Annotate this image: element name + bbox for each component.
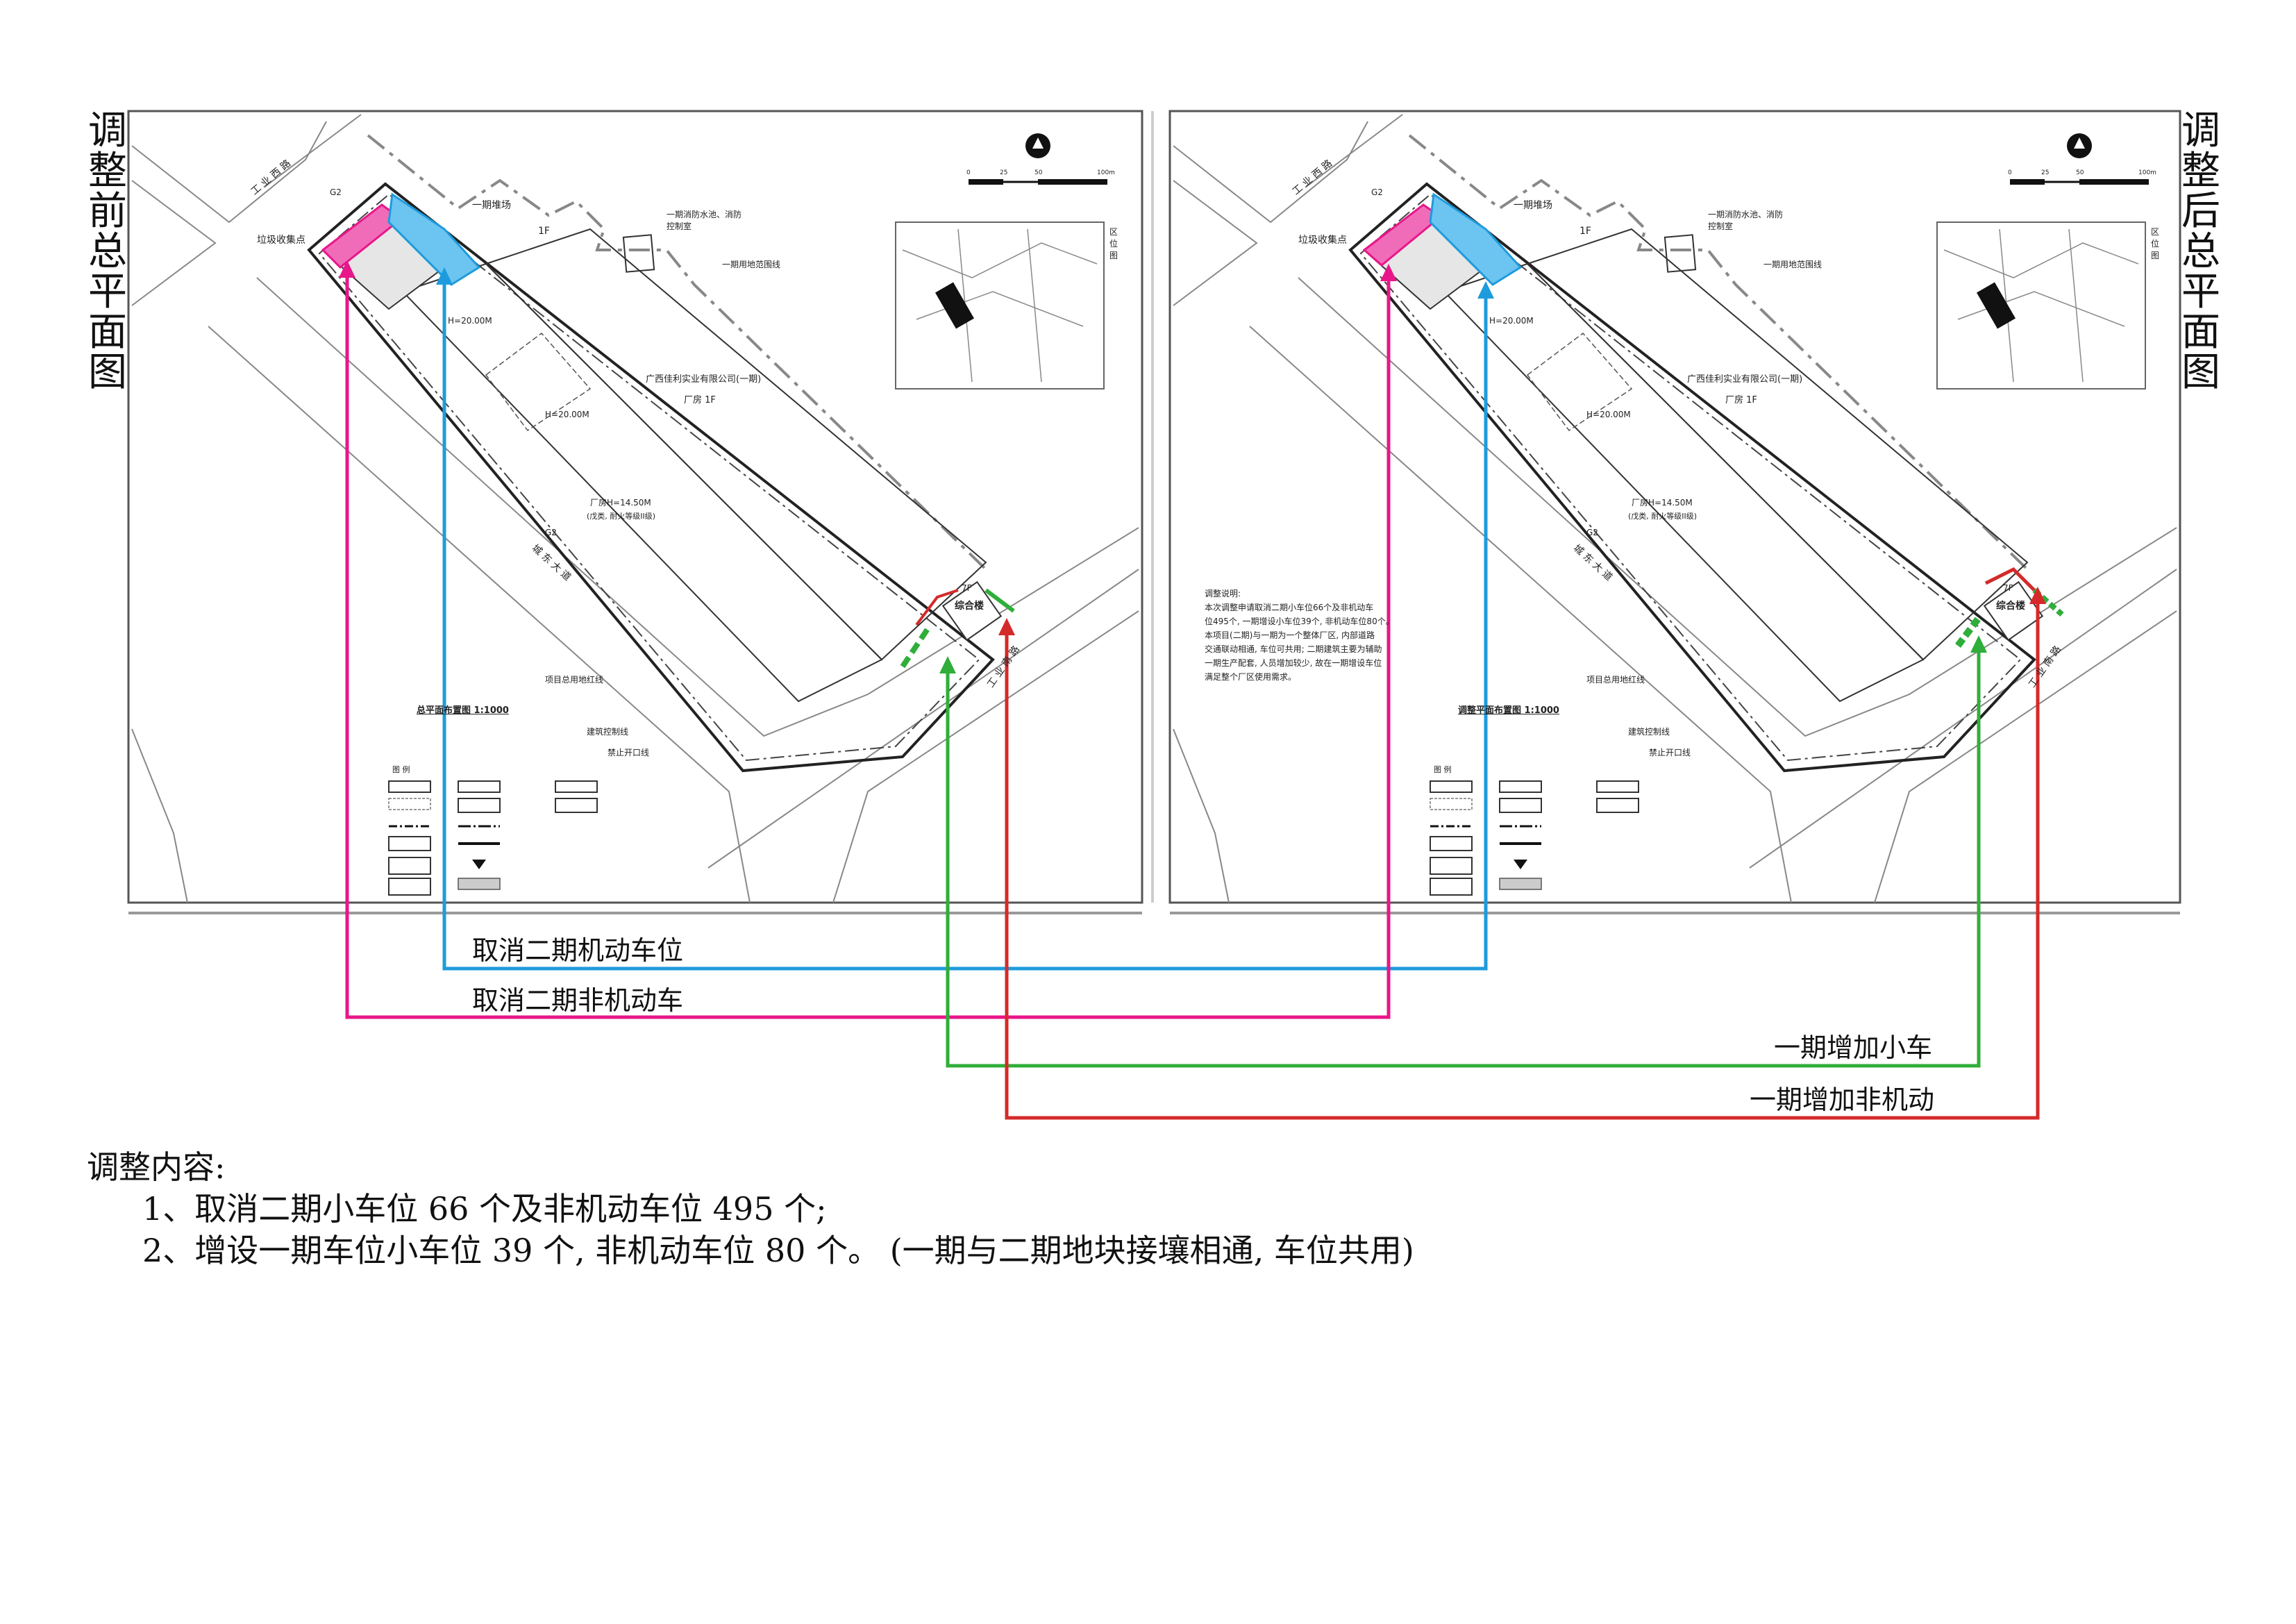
left-drawing-title: 总平面布置图 1:1000 bbox=[417, 705, 509, 716]
right-phase1-yard: 一期堆场 bbox=[1514, 200, 1552, 211]
title-before: 调整前总平面图 bbox=[88, 108, 127, 395]
right-scale-50: 50 bbox=[2076, 169, 2084, 176]
right-key-map-label: 区位图 bbox=[2151, 227, 2160, 260]
right-build-line: 建筑控制线 bbox=[1628, 727, 1670, 737]
left-factory-2-note: (戊类, 耐火等级II级) bbox=[587, 512, 656, 521]
right-floor-1f: 1F bbox=[1579, 226, 1591, 237]
note-line-5: 一期生产配套, 人员增加较少, 故在一期增设车位 bbox=[1205, 658, 1382, 668]
right-factory-name: 广西佳利实业有限公司(一期) bbox=[1687, 374, 1803, 385]
legend-before bbox=[388, 780, 598, 896]
left-scale-25: 25 bbox=[1000, 169, 1008, 176]
right-drawing-title: 调整平面布置图 1:1000 bbox=[1458, 705, 1559, 716]
note-line-3: 本项目(二期)与一期为一个整体厂区, 内部道路 bbox=[1205, 630, 1375, 640]
arrowhead-green-right bbox=[1970, 635, 1987, 653]
left-height-20: H=20.00M bbox=[448, 316, 492, 326]
right-scale-100: 100m bbox=[2138, 169, 2156, 176]
right-g2: G2 bbox=[1371, 187, 1383, 197]
right-legend-title: 图 例 bbox=[1434, 765, 1452, 774]
left-phase1-boundary: 一期用地范围线 bbox=[722, 260, 781, 269]
right-waste-point: 垃圾收集点 bbox=[1298, 235, 1347, 246]
left-floor-1f: 1F bbox=[538, 226, 550, 237]
right-office-floor: 7F bbox=[2003, 583, 2013, 593]
note-line-4: 交通联动相通, 车位可共用; 二期建筑主要为辅助 bbox=[1205, 644, 1382, 654]
left-scale-50: 50 bbox=[1034, 169, 1043, 176]
arrow-red bbox=[1005, 597, 2040, 1120]
left-office: 综合楼 bbox=[955, 601, 984, 612]
connector-arrows bbox=[339, 260, 2046, 1120]
left-scale-0: 0 bbox=[966, 169, 971, 176]
left-scale-100: 100m bbox=[1097, 169, 1115, 176]
arrowhead-blue-right bbox=[1477, 281, 1494, 299]
right-factory-2: 厂房H=14.50M bbox=[1632, 498, 1693, 508]
plan-before bbox=[127, 110, 1154, 914]
arrow-green bbox=[946, 646, 1981, 1068]
left-g2b: G2 bbox=[545, 528, 557, 537]
right-office: 综合楼 bbox=[1996, 601, 2025, 612]
left-height-20b: H=20.00M bbox=[545, 410, 589, 419]
content-line-2: 2、增设一期车位小车位 39 个, 非机动车位 80 个。 (一期与二期地块接壤… bbox=[142, 1232, 1414, 1269]
right-fire-pool: 一期消防水池、消防控制室 bbox=[1708, 210, 1784, 231]
right-no-entry: 禁止开口线 bbox=[1649, 748, 1691, 757]
arrow-magenta bbox=[345, 271, 1391, 1019]
left-factory-2: 厂房H=14.50M bbox=[590, 498, 651, 508]
arrowhead-red-left bbox=[998, 618, 1015, 635]
left-red-line: 项目总用地红线 bbox=[545, 675, 604, 685]
left-factory-name: 广西佳利实业有限公司(一期) bbox=[646, 374, 762, 385]
left-g2: G2 bbox=[330, 187, 342, 197]
plan-after bbox=[1168, 110, 2181, 914]
left-phase1-yard: 一期堆场 bbox=[472, 200, 511, 211]
left-build-line: 建筑控制线 bbox=[587, 727, 629, 737]
left-key-map-label: 区位图 bbox=[1109, 227, 1118, 260]
right-height-20: H=20.00M bbox=[1489, 316, 1534, 326]
right-phase1-boundary: 一期用地范围线 bbox=[1763, 260, 1822, 269]
right-height-20b: H=20.00M bbox=[1586, 410, 1631, 419]
left-legend-title: 图 例 bbox=[392, 765, 410, 774]
right-scale-0: 0 bbox=[2008, 169, 2012, 176]
right-red-line: 项目总用地红线 bbox=[1586, 675, 1645, 685]
right-factory-2-note: (戊类, 耐火等级II级) bbox=[1628, 512, 1698, 521]
right-scale-25: 25 bbox=[2041, 169, 2050, 176]
left-no-entry: 禁止开口线 bbox=[607, 748, 650, 757]
arrowhead-blue-left bbox=[436, 267, 453, 285]
content-heading: 调整内容: bbox=[87, 1148, 226, 1186]
right-g2b: G2 bbox=[1586, 528, 1598, 537]
arrow-blue bbox=[442, 278, 1488, 971]
note-line-1: 本次调整申请取消二期小车位66个及非机动车 bbox=[1205, 603, 1374, 612]
note-line-6: 满足整个厂区使用需求。 bbox=[1205, 672, 1297, 682]
note-line-2: 位495个, 一期增设小车位39个, 非机动车位80个。 bbox=[1205, 617, 1394, 626]
arrowhead-red-right bbox=[2029, 587, 2046, 604]
label-red-arrow: 一期增加非机动 bbox=[1750, 1085, 1935, 1115]
content-line-1: 1、取消二期小车位 66 个及非机动车位 495 个; bbox=[142, 1190, 827, 1228]
label-green-arrow: 一期增加小车 bbox=[1774, 1032, 1933, 1063]
arrowhead-magenta-left bbox=[339, 260, 355, 278]
label-magenta-arrow: 取消二期非机动车 bbox=[472, 985, 684, 1016]
left-office-floor: 7F bbox=[962, 583, 972, 593]
adjustment-note: 调整说明: 本次调整申请取消二期小车位66个及非机动车 位495个, 一期增设小… bbox=[1205, 587, 1434, 684]
right-factory-1f: 厂房 1F bbox=[1725, 395, 1757, 405]
left-fire-pool: 一期消防水池、消防控制室 bbox=[667, 210, 742, 231]
arrowhead-magenta-right bbox=[1380, 264, 1397, 281]
arrowhead-green-left bbox=[939, 656, 956, 673]
label-blue-arrow: 取消二期机动车位 bbox=[472, 935, 684, 966]
legend-after bbox=[1430, 780, 1639, 896]
title-after: 调整后总平面图 bbox=[2181, 108, 2220, 395]
left-waste-point: 垃圾收集点 bbox=[257, 235, 305, 246]
left-factory-1f: 厂房 1F bbox=[684, 395, 716, 405]
note-title: 调整说明: bbox=[1205, 589, 1241, 598]
